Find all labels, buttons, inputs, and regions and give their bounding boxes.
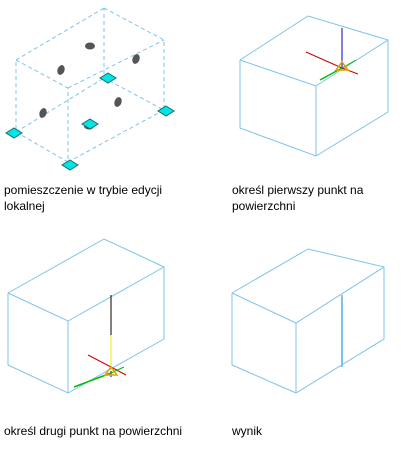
box-edges — [7, 238, 165, 394]
ucs-axis-icon — [73, 335, 127, 388]
caption-step-1: pomieszczenie w trybie edycji lokalnej — [4, 183, 163, 213]
caption-step-2: określ pierwszy punkt na powierzchni — [232, 183, 364, 213]
snap-triangle-icon — [334, 60, 350, 71]
diamond-grip-icon[interactable] — [99, 72, 117, 84]
diamond-grip-icon[interactable] — [5, 127, 23, 139]
grip-set — [5, 72, 175, 171]
room-first-point-drawing — [239, 15, 389, 157]
diamond-grip-icon[interactable] — [61, 159, 79, 171]
caption-step-4: wynik — [232, 424, 263, 438]
panel-second-point: określ drugi punkt na powierzchni — [0, 237, 208, 474]
ucs-axis-icon — [305, 28, 359, 81]
panel-first-point: określ pierwszy punkt na powierzchni — [220, 0, 416, 237]
caption-step-3: określ drugi punkt na powierzchni — [4, 424, 183, 438]
room-result-drawing — [231, 248, 385, 394]
diamond-grip-icon[interactable] — [81, 118, 99, 130]
room-local-edit-drawing — [5, 7, 175, 171]
hole-icon — [57, 65, 65, 75]
room-second-point-drawing — [7, 238, 165, 394]
panel-result: wynik — [220, 237, 416, 474]
diamond-grip-icon[interactable] — [157, 105, 175, 117]
panel-local-edit: pomieszczenie w trybie edycji lokalnej — [0, 0, 208, 237]
hole-markers — [39, 42, 140, 130]
hole-icon — [114, 97, 122, 107]
hole-icon — [39, 108, 47, 118]
hole-icon — [85, 42, 95, 50]
box-edges — [231, 248, 385, 394]
snap-triangle-icon — [103, 365, 119, 376]
dashed-box-edges — [15, 7, 165, 163]
box-edges — [239, 15, 389, 157]
hole-icon — [132, 54, 140, 64]
